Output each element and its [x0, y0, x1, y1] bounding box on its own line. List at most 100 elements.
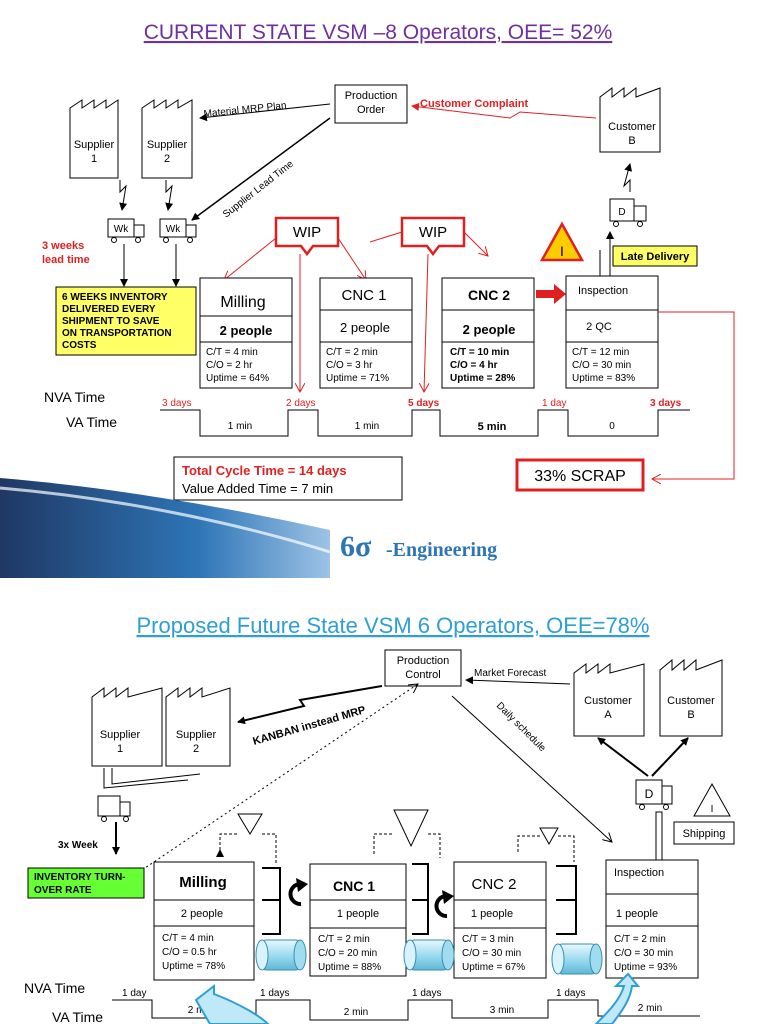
wip-2-arrow-right — [463, 231, 488, 256]
process-uptime: Uptime = 93% — [614, 962, 677, 973]
va-value-2: 1 min — [355, 421, 379, 432]
value-added-label: Value Added Time = 7 min — [182, 481, 333, 496]
process-milling-current: Milling 2 people C/T = 4 min C/O = 2 hr … — [199, 277, 293, 389]
kanban-label: KANBAN instead MRP — [252, 704, 368, 748]
nva-value-1: 3 days — [162, 398, 191, 409]
inventory-warning-icon — [539, 221, 585, 262]
truck-d-current-label: D — [618, 207, 625, 218]
process-people: 1 people — [616, 908, 658, 920]
supplier-2-label-2: 2 — [164, 153, 170, 165]
va-value-1: 1 min — [228, 421, 252, 432]
process-changeover: C/O = 30 min — [572, 360, 631, 371]
future-inventory-triangle-icon — [693, 782, 731, 817]
future-va-value-2: 2 min — [344, 1007, 368, 1018]
process-people: 1 people — [471, 908, 513, 920]
lead-time-label-1: 3 weeks — [42, 240, 84, 252]
nva-time-label: NVA Time — [44, 389, 105, 405]
supplier-bracket-line-2 — [111, 768, 201, 785]
shipping-label: Shipping — [683, 828, 726, 840]
decorative-swoosh — [0, 478, 330, 578]
total-cycle-box — [173, 456, 403, 501]
daily-schedule-arrow — [451, 695, 612, 842]
process-people: 2 people — [340, 320, 390, 335]
va-time-label: VA Time — [66, 414, 117, 430]
customer-b-future-factory-icon — [659, 658, 723, 737]
va-value-3: 5 min — [478, 421, 507, 433]
customer-b-label-1: Customer — [608, 121, 656, 133]
production-order-label-1: Production — [345, 90, 398, 102]
truck-wk-1-label: Wk — [114, 224, 129, 235]
truck-wk-1-icon: Wk — [107, 218, 145, 243]
inventory-note — [55, 286, 197, 356]
material-mrp-arrow — [199, 103, 331, 122]
supplier-1-label-2: 1 — [91, 153, 97, 165]
kanban-post-1 — [216, 813, 277, 864]
push-arrow-icon — [536, 284, 566, 304]
future-nva-value-1: 1 day — [122, 988, 146, 999]
process-changeover: C/O = 0.5 hr — [162, 947, 217, 958]
return-arrow-left — [194, 983, 270, 1024]
inventory-dotted-arrow — [141, 684, 418, 871]
future-supplier-2-factory-icon — [165, 687, 231, 767]
wip-1-arrow-right — [337, 237, 366, 280]
future-nva-value-4: 1 days — [556, 988, 585, 999]
shipping-box — [673, 821, 735, 845]
inventory-note-line-1: 6 WEEKS INVENTORY — [62, 292, 168, 303]
nva-value-5: 3 days — [650, 398, 682, 409]
truck-d-current-icon: D — [609, 198, 647, 227]
va-value-4: 0 — [609, 421, 615, 432]
process-people: 2 QC — [586, 321, 612, 333]
wip-sign-1: WIP — [274, 216, 340, 257]
future-title: Proposed Future State VSM 6 Operators, O… — [137, 613, 650, 638]
total-cycle-label: Total Cycle Time = 14 days — [182, 463, 347, 478]
supplier-1-label-1: Supplier — [74, 139, 115, 151]
late-delivery-note — [612, 245, 698, 267]
process-uptime: Uptime = 28% — [450, 373, 515, 384]
process-uptime: Uptime = 71% — [326, 373, 389, 384]
nva-value-3: 5 days — [408, 398, 440, 409]
market-forecast-label: Market Forecast — [474, 668, 546, 679]
inventory-turnover-line-1: INVENTORY TURN- — [34, 872, 126, 883]
process-uptime: Uptime = 83% — [572, 373, 635, 384]
wip-2-arrow-down — [424, 253, 428, 392]
wip-sign-2: WIP — [400, 216, 466, 257]
process-name: CNC 1 — [341, 287, 386, 304]
customer-b-ship-arrow — [651, 737, 689, 777]
process-cycle-time: C/T = 3 min — [462, 934, 514, 945]
future-supplier-1-label-1: Supplier — [100, 729, 141, 741]
process-changeover: C/O = 3 hr — [326, 360, 373, 371]
future-nva-value-2: 1 days — [260, 988, 289, 999]
kanban-post-2 — [373, 809, 441, 858]
inventory-note-line-2: DELIVERED EVERY — [62, 304, 156, 315]
process-cnc2-future: CNC 2 1 people C/T = 3 min C/O = 30 min … — [453, 861, 547, 979]
process-uptime: Uptime = 67% — [462, 962, 525, 973]
customer-complaint-label: Customer Complaint — [420, 98, 529, 110]
process-changeover: C/O = 4 hr — [450, 360, 498, 371]
customer-a-factory-icon — [573, 663, 645, 737]
process-cycle-time: C/T = 10 min — [450, 347, 509, 358]
inventory-turnover-line-2: OVER RATE — [34, 885, 92, 896]
three-times-week-label: 3x Week — [58, 840, 98, 851]
future-va-value-1: 2 min — [188, 1005, 212, 1016]
fifo-pipe-3-icon — [551, 943, 603, 975]
shipping-conveyor — [655, 811, 663, 860]
truck-d-future-icon: D — [635, 779, 673, 810]
process-changeover: C/O = 20 min — [318, 948, 377, 959]
wip-1-arrow-left — [224, 237, 277, 280]
supplier-lead-time-arrow — [191, 117, 331, 221]
scrap-flow-arrow — [652, 311, 735, 479]
process-cnc2-current: CNC 2 2 people C/T = 10 min C/O = 4 hr U… — [441, 277, 535, 389]
supplier-bracket-line — [103, 768, 189, 789]
process-cycle-time: C/T = 2 min — [326, 347, 378, 358]
production-order-label-2: Order — [357, 104, 385, 116]
late-delivery-label: Late Delivery — [621, 251, 690, 263]
supplier-2-info-flow — [165, 180, 174, 211]
truck-wk-2-icon: Wk — [159, 218, 197, 243]
process-milling-future: Milling 2 people C/T = 4 min C/O = 0.5 h… — [153, 861, 255, 981]
process-name: Inspection — [578, 285, 628, 297]
nva-value-2: 2 days — [286, 398, 315, 409]
truck-wk-2-label: Wk — [166, 224, 181, 235]
process-name: Milling — [220, 294, 265, 311]
market-forecast-arrow — [465, 676, 571, 685]
inventory-warning-label: I — [560, 243, 564, 259]
